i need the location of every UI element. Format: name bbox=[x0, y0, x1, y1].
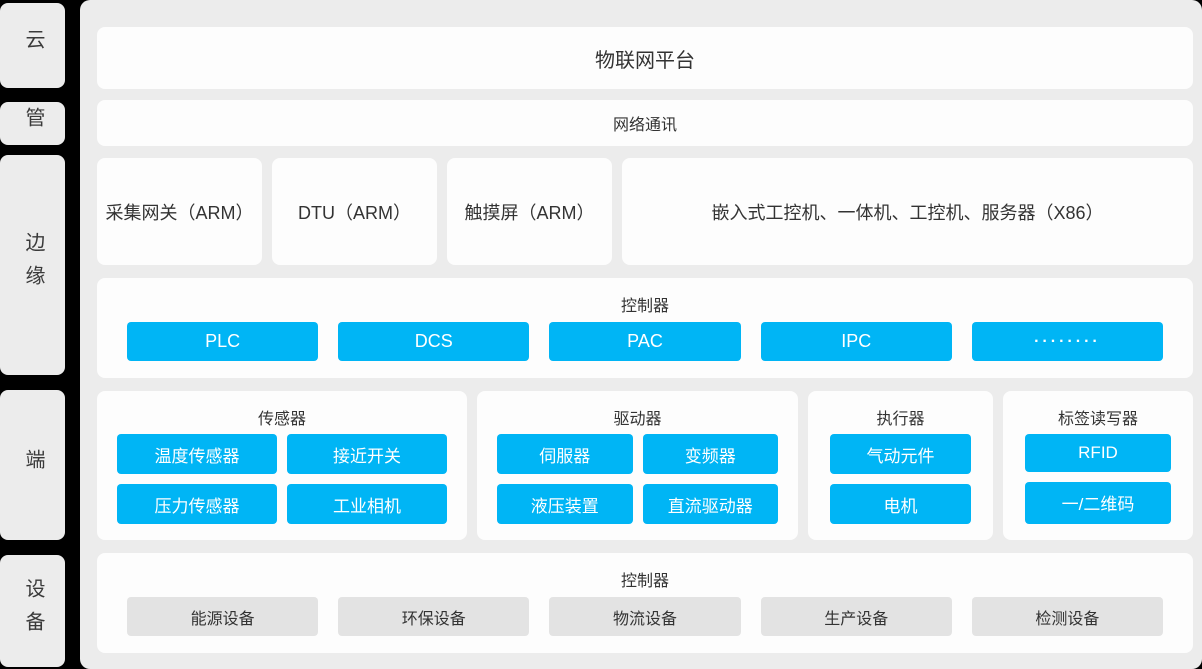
device-card: 控制器 能源设备 环保设备 物流设备 生产设备 检测设备 bbox=[97, 553, 1193, 653]
device-chip-production: 生产设备 bbox=[760, 597, 952, 636]
device-card-title: 控制器 bbox=[620, 573, 669, 590]
diagram-canvas: 物联网平台 网络通讯 采集网关（ARM） DTU（ARM） 触摸屏（ARM） 嵌… bbox=[80, 0, 1202, 669]
sensor-chip-proximity: 接近开关 bbox=[287, 434, 447, 474]
gateway-box-collect: 采集网关（ARM） bbox=[97, 158, 262, 265]
group-drivers: 驱动器 伺服器 变频器 液压装置 直流驱动器 bbox=[477, 391, 798, 540]
device-chip-logistics: 物流设备 bbox=[549, 597, 741, 636]
layer-sidebar: 云 管 边缘 端 设备 bbox=[0, 0, 65, 669]
sidebar-layer-device: 设备 bbox=[0, 555, 65, 667]
layer-label-cloud: 云 bbox=[22, 29, 44, 62]
group-actuators-grid: 气动元件 电机 bbox=[830, 434, 971, 524]
sidebar-layer-terminal: 端 bbox=[0, 390, 65, 540]
layer-label-device: 设备 bbox=[22, 578, 44, 644]
tag-chip-barcode: 一/二维码 bbox=[1025, 481, 1171, 524]
driver-chip-dc-drive: 直流驱动器 bbox=[642, 484, 778, 524]
device-chip-row: 能源设备 环保设备 物流设备 生产设备 检测设备 bbox=[127, 597, 1164, 636]
tag-chip-rfid: RFID bbox=[1025, 434, 1171, 472]
controller-chip-plc: PLC bbox=[127, 322, 319, 361]
iot-platform-label: 物联网平台 bbox=[595, 49, 695, 72]
gateway-box-label: DTU（ARM） bbox=[298, 202, 411, 223]
driver-chip-servo: 伺服器 bbox=[497, 434, 633, 474]
network-comm-label: 网络通讯 bbox=[612, 117, 677, 134]
group-sensors: 传感器 温度传感器 接近开关 压力传感器 工业相机 bbox=[97, 391, 467, 540]
driver-chip-inverter: 变频器 bbox=[642, 434, 778, 474]
controller-card: 控制器 PLC DCS PAC IPC ········ bbox=[97, 278, 1193, 378]
controller-chip-ellipsis: ········ bbox=[971, 322, 1164, 361]
gateway-box-label: 采集网关（ARM） bbox=[105, 202, 254, 223]
sensor-chip-temperature: 温度传感器 bbox=[117, 434, 277, 474]
gateway-box-label: 触摸屏（ARM） bbox=[464, 202, 595, 223]
gateway-box-ipc-x86: 嵌入式工控机、一体机、工控机、服务器（X86） bbox=[622, 158, 1193, 265]
sidebar-layer-edge: 边缘 bbox=[0, 155, 65, 375]
layer-label-pipe: 管 bbox=[22, 107, 44, 140]
actuator-chip-motor: 电机 bbox=[830, 484, 971, 524]
controller-chip-row: PLC DCS PAC IPC ········ bbox=[127, 322, 1164, 361]
sidebar-layer-pipe: 管 bbox=[0, 102, 65, 145]
group-drivers-title: 驱动器 bbox=[613, 411, 662, 428]
sidebar-layer-cloud: 云 bbox=[0, 3, 65, 88]
controller-card-title: 控制器 bbox=[620, 298, 669, 315]
layer-label-terminal: 端 bbox=[22, 448, 44, 482]
group-tag-readers: 标签读写器 RFID 一/二维码 bbox=[1003, 391, 1193, 540]
controller-chip-dcs: DCS bbox=[338, 322, 530, 361]
layer-label-edge: 边缘 bbox=[22, 232, 44, 298]
device-chip-energy: 能源设备 bbox=[127, 597, 319, 636]
network-comm-card: 网络通讯 bbox=[97, 100, 1193, 146]
controller-chip-ipc: IPC bbox=[760, 322, 952, 361]
iot-platform-card: 物联网平台 bbox=[97, 27, 1193, 89]
group-drivers-grid: 伺服器 变频器 液压装置 直流驱动器 bbox=[497, 434, 778, 524]
device-chip-environment: 环保设备 bbox=[338, 597, 530, 636]
group-tag-readers-grid: RFID 一/二维码 bbox=[1025, 434, 1171, 524]
controller-chip-pac: PAC bbox=[549, 322, 741, 361]
edge-gateway-row: 采集网关（ARM） DTU（ARM） 触摸屏（ARM） 嵌入式工控机、一体机、工… bbox=[97, 158, 1193, 265]
actuator-chip-pneumatic: 气动元件 bbox=[830, 434, 971, 474]
driver-chip-hydraulic: 液压装置 bbox=[497, 484, 633, 524]
group-actuators: 执行器 气动元件 电机 bbox=[808, 391, 993, 540]
gateway-box-label: 嵌入式工控机、一体机、工控机、服务器（X86） bbox=[711, 202, 1104, 223]
sensor-chip-pressure: 压力传感器 bbox=[117, 484, 277, 524]
terminal-group-row: 传感器 温度传感器 接近开关 压力传感器 工业相机 驱动器 伺服器 变频器 液压… bbox=[97, 391, 1193, 540]
group-sensors-grid: 温度传感器 接近开关 压力传感器 工业相机 bbox=[117, 434, 447, 524]
gateway-box-touchscreen: 触摸屏（ARM） bbox=[447, 158, 612, 265]
group-sensors-title: 传感器 bbox=[257, 411, 306, 428]
gateway-box-dtu: DTU（ARM） bbox=[272, 158, 437, 265]
device-chip-inspection: 检测设备 bbox=[971, 597, 1164, 636]
group-actuators-title: 执行器 bbox=[876, 411, 925, 428]
group-tag-readers-title: 标签读写器 bbox=[1057, 411, 1138, 428]
sensor-chip-camera: 工业相机 bbox=[287, 484, 447, 524]
